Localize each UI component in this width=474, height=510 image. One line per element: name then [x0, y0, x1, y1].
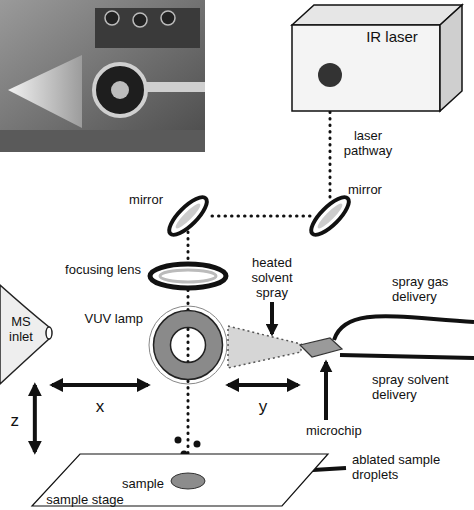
axis-label: y — [253, 397, 273, 417]
box-side — [440, 5, 462, 111]
droplet — [175, 437, 182, 444]
lamp-ring — [162, 319, 214, 371]
mirror-symbol-outline — [310, 200, 350, 232]
microchip-symbol-outline — [298, 335, 345, 385]
laser-beam — [328, 112, 331, 200]
photo-lamp-window — [111, 81, 129, 99]
mirror-rim — [164, 192, 212, 240]
dimension-arrow — [228, 383, 298, 387]
box-top — [292, 5, 462, 25]
lens-symbol-outline — [148, 262, 228, 290]
droplet — [194, 441, 201, 448]
gas-tube — [334, 316, 474, 340]
annotation-label: heated solvent spray — [246, 255, 298, 300]
lens-symbol: focusing lens — [148, 262, 228, 290]
photo-knob — [105, 11, 119, 25]
axis-label: z — [5, 411, 25, 431]
spray-cone — [228, 326, 301, 368]
photo-knob — [161, 11, 175, 25]
photo-knob — [133, 13, 147, 27]
node-label: sample stage — [30, 492, 140, 507]
annotation-label: ablated sample droplets — [352, 452, 467, 482]
lamp-halo — [149, 306, 227, 384]
lens-rim — [150, 264, 226, 288]
pointer-arrow — [270, 302, 274, 334]
mirror-face — [315, 201, 345, 231]
laser-box: IR laser — [292, 5, 462, 112]
photo-equipment — [95, 8, 200, 48]
laser-beam — [208, 215, 310, 218]
photo-bench — [0, 130, 205, 152]
photo-lamp — [94, 64, 146, 116]
pointer-arrow — [324, 362, 328, 420]
sample-spot: sample — [168, 472, 208, 490]
node-label: mirror — [93, 192, 163, 207]
laser-aperture — [318, 63, 342, 87]
dimension-arrow — [52, 383, 148, 387]
ms-inlet-cone: MS inlet — [0, 280, 52, 385]
node-label: MS inlet — [2, 314, 40, 344]
lens-glass — [160, 270, 216, 282]
inlet-cone — [0, 285, 49, 384]
mirror-body — [306, 192, 354, 240]
lamp-symbol-outline — [148, 305, 228, 385]
mirror-rim — [306, 192, 354, 240]
node-label: VUV lamp — [68, 311, 143, 326]
photo-rod — [146, 82, 205, 92]
lamp-outline — [154, 311, 223, 380]
mirror-face — [173, 201, 203, 231]
dimension-arrow — [33, 385, 37, 452]
sample-spot-shape — [171, 473, 205, 489]
laser-beam — [187, 232, 190, 262]
inlet-orifice — [46, 327, 52, 339]
node-label: mirror — [348, 182, 408, 197]
annotation-label: laser pathway — [338, 128, 398, 158]
mirror-symbol: mirror — [168, 200, 208, 232]
laser-box-outline — [292, 5, 462, 112]
node-label: IR laser — [342, 29, 442, 44]
axis-label: x — [90, 397, 110, 417]
chip-plate — [300, 338, 342, 357]
node-label: microchip — [306, 423, 386, 438]
photo-ms-cone — [8, 55, 82, 128]
lamp-window — [171, 328, 206, 363]
sample-spot-outline — [168, 472, 208, 490]
lamp-symbol: VUV lamp — [148, 305, 228, 385]
node-label: sample — [106, 476, 164, 491]
microchip-symbol: microchip — [298, 335, 345, 385]
photo-inset — [0, 0, 205, 152]
sample-stage: sample stagesample — [30, 452, 330, 508]
annotation-label: spray solvent delivery — [372, 372, 472, 402]
annotation-label: spray gas delivery — [392, 274, 472, 304]
solvent-line — [340, 355, 474, 358]
mirror-symbol: mirror — [310, 200, 350, 232]
node-label: focusing lens — [36, 262, 141, 277]
mirror-body — [164, 192, 212, 240]
mirror-symbol-outline — [168, 200, 208, 232]
